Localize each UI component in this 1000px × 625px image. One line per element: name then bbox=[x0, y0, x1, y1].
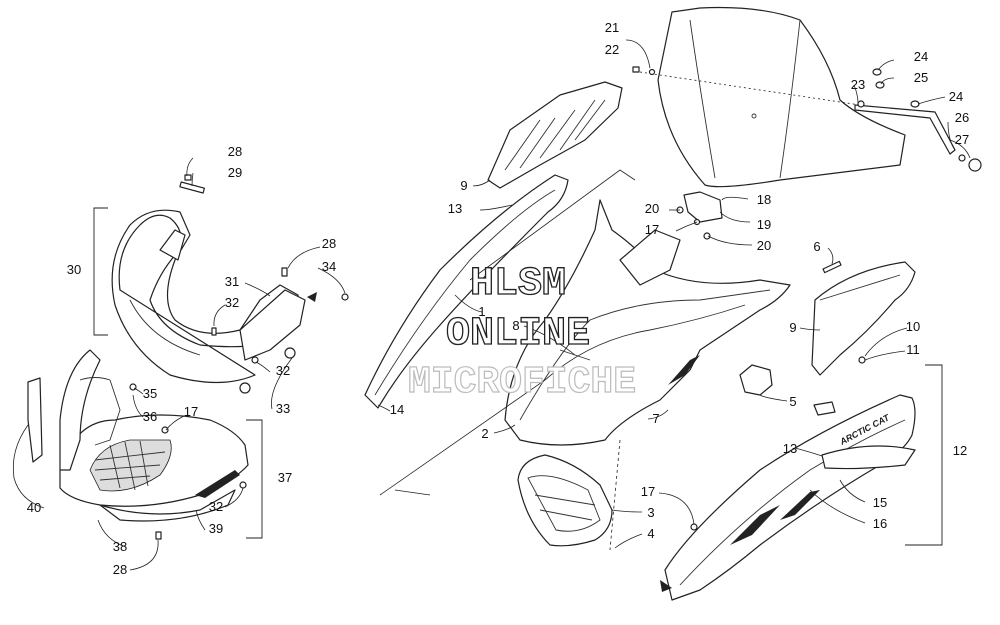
watermark: HLSM ONLINE MICROFICHE bbox=[407, 261, 636, 404]
callout-11: 11 bbox=[906, 342, 920, 357]
left-trim-strip bbox=[364, 174, 569, 409]
callout-31: 31 bbox=[225, 274, 239, 289]
hood-bracket bbox=[739, 364, 773, 396]
callout-18: 18 bbox=[757, 192, 771, 207]
callout-14: 14 bbox=[390, 402, 404, 417]
callout-17: 17 bbox=[641, 484, 655, 499]
callout-29: 29 bbox=[228, 165, 242, 180]
callout-20: 20 bbox=[757, 238, 771, 253]
bracket-37 bbox=[246, 419, 263, 539]
callout-24: 24 bbox=[914, 49, 928, 64]
left-shell-hardware bbox=[179, 174, 349, 394]
callout-26: 26 bbox=[955, 110, 969, 125]
lower-hardware bbox=[129, 260, 866, 540]
callout-15: 15 bbox=[873, 495, 887, 510]
callout-3: 3 bbox=[647, 505, 654, 520]
callout-17: 17 bbox=[645, 222, 659, 237]
callout-37: 37 bbox=[278, 470, 292, 485]
upper-vent-part bbox=[487, 81, 623, 189]
callout-21: 21 bbox=[605, 20, 619, 35]
callout-35: 35 bbox=[143, 386, 157, 401]
callout-9: 9 bbox=[789, 320, 796, 335]
callout-22: 22 bbox=[605, 42, 619, 57]
watermark-line2: ONLINE bbox=[446, 312, 590, 357]
leader-lines bbox=[12, 39, 971, 571]
bracket-30 bbox=[93, 207, 108, 336]
callout-27: 27 bbox=[955, 132, 969, 147]
callout-2: 2 bbox=[481, 426, 488, 441]
callout-13: 13 bbox=[448, 201, 462, 216]
callout-28: 28 bbox=[322, 236, 336, 251]
callout-28: 28 bbox=[113, 562, 127, 577]
callout-23: 23 bbox=[851, 77, 865, 92]
callout-13: 13 bbox=[783, 441, 797, 456]
callout-38: 38 bbox=[113, 539, 127, 554]
callout-20: 20 bbox=[645, 201, 659, 216]
left-upper-shell bbox=[111, 209, 306, 384]
callout-8: 8 bbox=[512, 318, 519, 333]
callout-25: 25 bbox=[914, 70, 928, 85]
callout-30: 30 bbox=[67, 262, 81, 277]
callout-6: 6 bbox=[813, 239, 820, 254]
windshield-mount bbox=[676, 191, 723, 240]
watermark-line1: HLSM bbox=[470, 262, 566, 307]
callout-33: 33 bbox=[276, 401, 290, 416]
callout-39: 39 bbox=[209, 521, 223, 536]
windshield-hardware bbox=[632, 66, 920, 108]
callout-32: 32 bbox=[209, 499, 223, 514]
callout-4: 4 bbox=[647, 526, 654, 541]
lower-bumper-part bbox=[59, 414, 249, 522]
callout-5: 5 bbox=[789, 394, 796, 409]
callout-24: 24 bbox=[949, 89, 963, 104]
callout-10: 10 bbox=[906, 319, 920, 334]
callout-36: 36 bbox=[143, 409, 157, 424]
headlight-housing bbox=[517, 454, 613, 547]
callout-7: 7 bbox=[652, 411, 659, 426]
callout-32: 32 bbox=[225, 295, 239, 310]
callout-19: 19 bbox=[757, 217, 771, 232]
callout-34: 34 bbox=[322, 259, 336, 274]
callout-1: 1 bbox=[478, 304, 485, 319]
watermark-line3: MICROFICHE bbox=[408, 361, 636, 404]
callout-32: 32 bbox=[276, 363, 290, 378]
windshield-part bbox=[657, 6, 906, 188]
callout-28: 28 bbox=[228, 144, 242, 159]
callout-17: 17 bbox=[184, 404, 198, 419]
callout-40: 40 bbox=[27, 500, 41, 515]
right-side-panel: ARCTIC CAT bbox=[664, 394, 916, 601]
callout-16: 16 bbox=[873, 516, 887, 531]
bracket-12 bbox=[905, 364, 943, 546]
right-upper-panel bbox=[811, 261, 916, 376]
windshield-bracket bbox=[854, 104, 982, 172]
callout-9: 9 bbox=[460, 178, 467, 193]
left-vertical-trim bbox=[27, 349, 121, 471]
main-hood-part bbox=[504, 199, 791, 446]
callout-12: 12 bbox=[953, 443, 967, 458]
